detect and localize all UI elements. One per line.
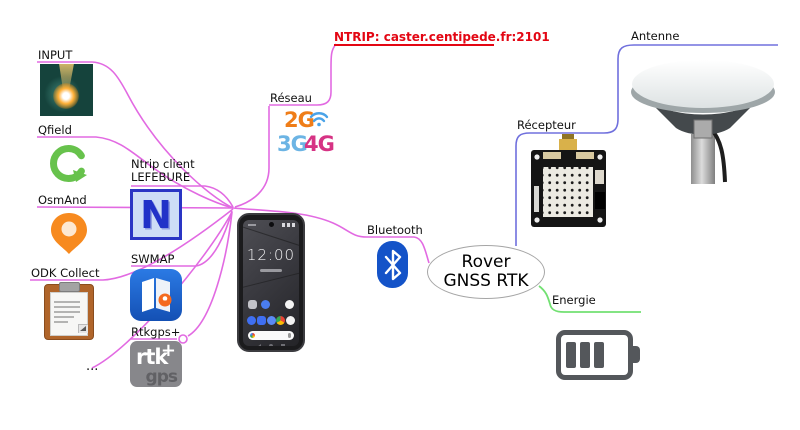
- smartphone-image: 12:00: [237, 213, 305, 352]
- phone-status-icons: [282, 223, 295, 227]
- odk-line: [54, 301, 80, 303]
- gnss-antenna-image: [631, 60, 775, 184]
- battery-bar: [566, 342, 576, 368]
- rover-gnss-rtk-node[interactable]: Rover GNSS RTK: [427, 245, 545, 299]
- gps-text: gps: [145, 367, 178, 387]
- app-icon: [261, 300, 270, 309]
- contacts-app-icon: [266, 316, 276, 325]
- phone-clock: 12:00: [246, 246, 296, 264]
- badge-4g: 4G: [304, 132, 335, 156]
- lefebure-letter: N: [140, 192, 172, 237]
- ntrip-client-line1: Ntrip client: [131, 157, 195, 171]
- odk-clip: [59, 282, 80, 292]
- rtkgps-icon[interactable]: rtk + gps: [130, 341, 182, 387]
- phone-app-row: [248, 300, 294, 309]
- node-label-input[interactable]: INPUT: [38, 48, 73, 62]
- battery-bar: [594, 342, 604, 368]
- mic-icon: [288, 333, 291, 338]
- wifi-icon: [309, 112, 329, 127]
- input-orb: [53, 83, 79, 109]
- bluetooth-icon[interactable]: [377, 241, 408, 288]
- odk-pencil: [78, 324, 88, 333]
- osmand-icon[interactable]: [47, 211, 91, 255]
- node-label-qfield[interactable]: Qfield: [38, 123, 72, 137]
- camera-app-icon: [286, 316, 295, 325]
- odk-line: [54, 316, 74, 318]
- phone-nav-buttons: [257, 344, 285, 346]
- ntrip-client-line2: LEFEBURE: [131, 170, 191, 184]
- odk-collect-icon[interactable]: [44, 282, 94, 340]
- rtk-plus: +: [160, 341, 176, 361]
- node-label-reseau[interactable]: Réseau: [270, 91, 312, 105]
- rover-title-line1: Rover: [461, 252, 511, 272]
- node-label-rtkgps[interactable]: Rtkgps+: [131, 325, 181, 339]
- node-label-osmand[interactable]: OsmAnd: [38, 193, 87, 207]
- node-label-antenne[interactable]: Antenne: [631, 29, 680, 43]
- app-icon: [248, 300, 257, 309]
- gnss-receiver-board-image: [531, 134, 606, 227]
- node-label-recepteur[interactable]: Récepteur: [517, 118, 576, 132]
- phone-search-bar: [248, 331, 294, 340]
- edge-reseau: [234, 106, 270, 208]
- node-label-odk-collect[interactable]: ODK Collect: [31, 266, 100, 280]
- badge-2g: 2G: [284, 108, 315, 132]
- battery-icon: [556, 330, 640, 380]
- node-label-more[interactable]: ...: [86, 359, 99, 374]
- phone-app-icon: [247, 316, 256, 325]
- qfield-icon[interactable]: [47, 142, 90, 185]
- battery-bar: [580, 342, 590, 368]
- node-label-ntrip-client[interactable]: Ntrip client LEFEBURE: [131, 158, 195, 184]
- messages-app-icon: [256, 316, 266, 325]
- app-icon: [285, 300, 294, 309]
- node-label-swmap[interactable]: SWMAP: [131, 252, 175, 266]
- badge-3g: 3G: [277, 132, 308, 156]
- ntrip-lefebure-icon[interactable]: N: [130, 189, 182, 240]
- rtk-text: rtk: [136, 345, 168, 369]
- rover-title-line2: GNSS RTK: [443, 271, 529, 291]
- node-label-bluetooth[interactable]: Bluetooth: [367, 223, 423, 237]
- odk-line: [54, 321, 68, 323]
- odk-line: [54, 311, 80, 313]
- ntrip-caster-label[interactable]: NTRIP: caster.centipede.fr:2101: [334, 30, 550, 44]
- google-g-icon: [250, 333, 255, 338]
- phone-screen: 12:00: [243, 220, 299, 346]
- input-app-icon[interactable]: [40, 64, 93, 116]
- swmap-icon[interactable]: [130, 269, 182, 321]
- phone-carrier-text: [248, 224, 256, 226]
- chrome-app-icon: [276, 316, 286, 325]
- phone-camera-dot: [269, 222, 274, 227]
- phone-date-text: [260, 269, 282, 272]
- node-label-energie[interactable]: Energie: [552, 293, 596, 307]
- edge-rtkgps2: [187, 211, 233, 337]
- odk-line: [54, 306, 80, 308]
- phone-dock: [247, 316, 295, 325]
